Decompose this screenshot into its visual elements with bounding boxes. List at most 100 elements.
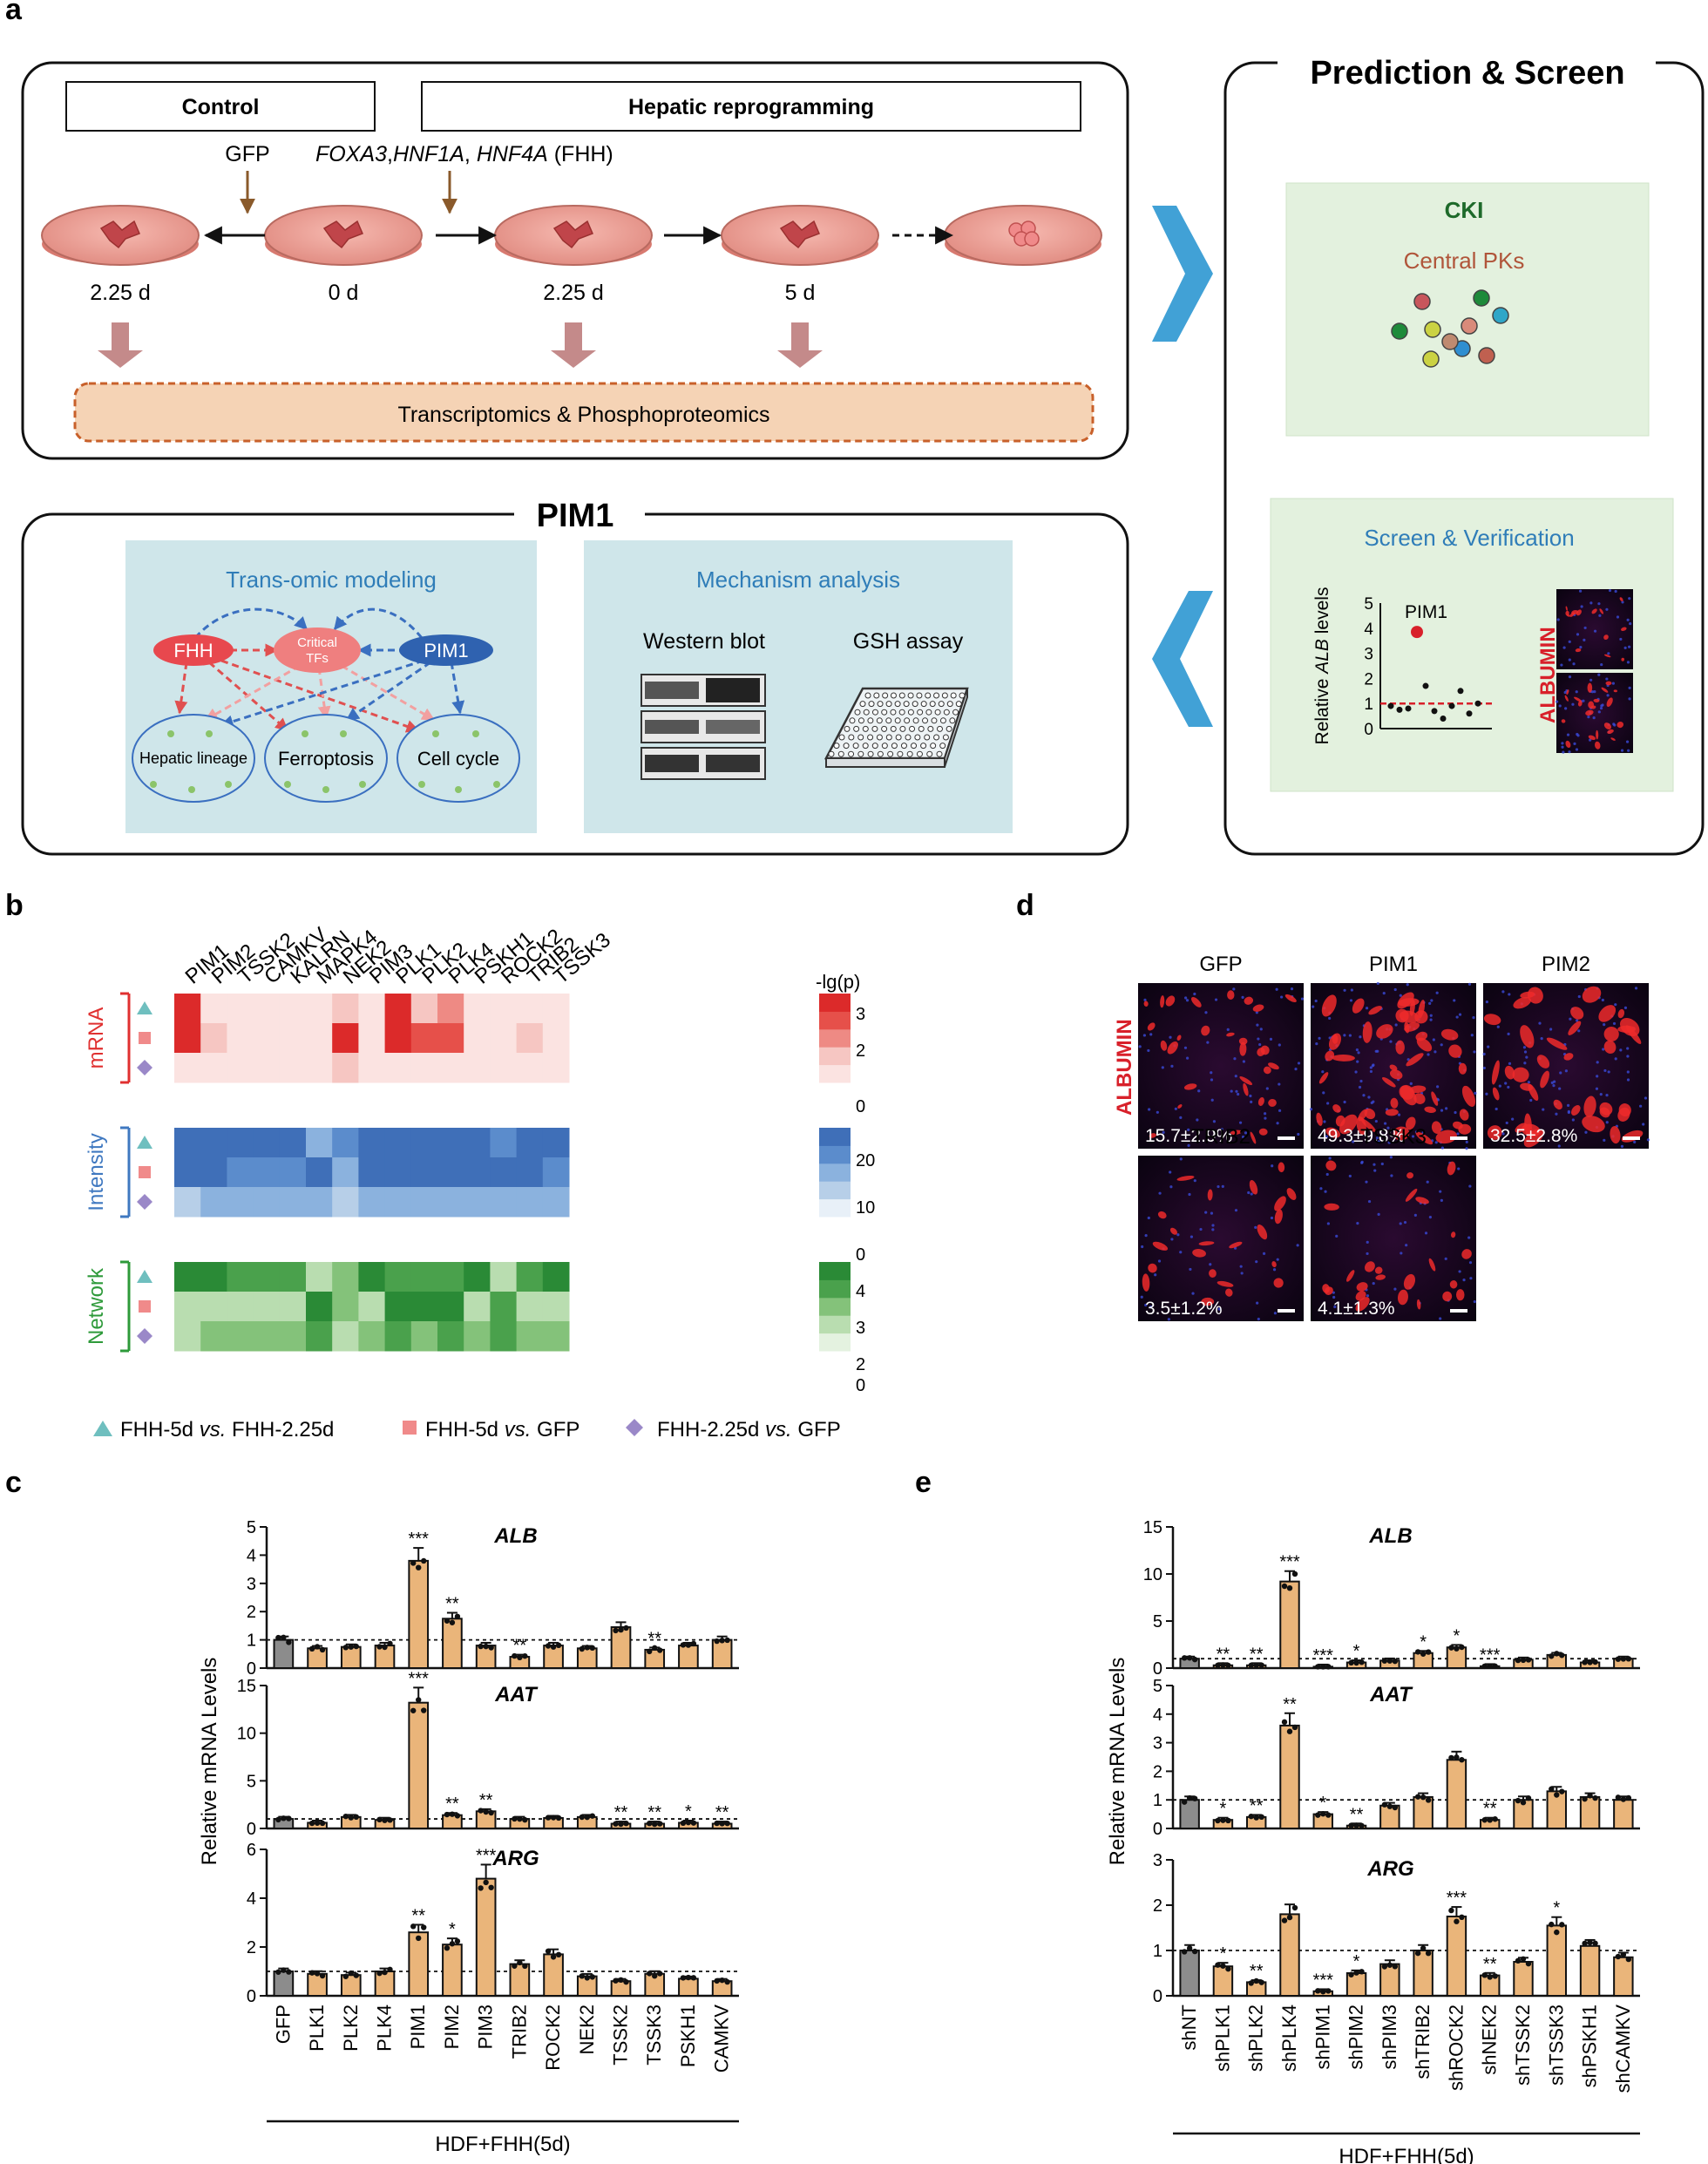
replicate-point — [1281, 1719, 1288, 1726]
legend-swatch — [819, 1333, 851, 1352]
nucleus — [1584, 1130, 1588, 1134]
legend-tick: 3 — [856, 1005, 865, 1024]
albumin-cell — [1192, 1249, 1206, 1258]
albumin-cell — [1582, 1116, 1605, 1133]
replicate-point — [714, 1977, 720, 1984]
subplot-title: AAT — [494, 1683, 539, 1706]
scale-bar — [1623, 1136, 1640, 1140]
replicate-point — [1225, 1817, 1231, 1824]
nucleus — [1549, 1028, 1553, 1031]
nucleus — [1249, 1094, 1252, 1098]
nucleus — [1326, 1102, 1330, 1105]
gene-hnf1a: HNF1A — [393, 142, 464, 166]
nucleus — [1429, 1014, 1433, 1017]
x-category-label: shPLK2 — [1245, 2005, 1267, 2072]
replicate-point — [1286, 1728, 1293, 1734]
albumin-cell — [1442, 1291, 1453, 1302]
replicate-point — [1448, 1754, 1454, 1761]
legend-swatch — [819, 1297, 851, 1316]
heatmap-cell — [332, 1023, 359, 1054]
replicate-point — [1348, 1659, 1354, 1666]
replicate-point — [308, 1970, 315, 1976]
heatmap-cell — [253, 1023, 281, 1054]
albumin-cell — [1355, 1297, 1370, 1312]
plate-well — [926, 750, 933, 757]
albumin-cell — [1576, 609, 1582, 616]
y-tick-label: 0 — [247, 1987, 256, 2006]
square-marker — [139, 1300, 151, 1313]
replicate-point — [416, 1935, 422, 1942]
bar — [442, 1944, 463, 1997]
x-category-label: shTSSK3 — [1545, 2005, 1567, 2086]
heatmap-cell — [332, 1321, 359, 1352]
heatmap-cell — [174, 994, 201, 1024]
albumin-cell — [1520, 991, 1535, 999]
time-label-2: 0 d — [329, 281, 359, 305]
replicate-point — [1225, 1662, 1231, 1669]
replicate-point — [1253, 1662, 1259, 1668]
replicate-point — [1386, 1658, 1393, 1664]
significance-label: ** — [445, 1594, 459, 1613]
workflow-box — [21, 61, 1129, 460]
nucleus — [1237, 1092, 1240, 1096]
significance-label: * — [1420, 1632, 1427, 1652]
nucleus — [1348, 1034, 1352, 1037]
nucleus — [1332, 1291, 1335, 1294]
heatmap-cell — [516, 1321, 544, 1352]
albumin-cell — [1565, 740, 1571, 749]
replicate-point — [1191, 1656, 1198, 1663]
bar — [610, 1626, 632, 1670]
nucleus — [1366, 1294, 1370, 1298]
nucleus — [1505, 1121, 1508, 1125]
nucleus — [1642, 1123, 1645, 1126]
key-diamond — [626, 1419, 643, 1436]
plate-well — [881, 709, 888, 716]
albumin-cell — [1461, 1085, 1476, 1108]
plate-well — [929, 701, 936, 708]
replicate-point — [1281, 1917, 1288, 1923]
replicate-point — [1186, 1794, 1193, 1801]
bar — [1513, 1961, 1534, 1997]
nucleus — [1597, 710, 1601, 714]
nucleus — [1467, 982, 1472, 986]
albumin-cell — [1397, 1289, 1408, 1306]
nucleus — [1276, 1258, 1279, 1261]
replicate-point — [685, 1974, 692, 1981]
node-tfs-label-1: Critical — [297, 635, 337, 650]
key-3: FHH-2.25d vs. GFP — [657, 1418, 841, 1442]
albumin-cell — [1160, 1040, 1168, 1051]
nucleus — [1465, 1140, 1468, 1144]
albumin-cell — [1565, 606, 1568, 611]
albumin-cell — [1395, 1040, 1405, 1055]
replicate-point — [1481, 1817, 1488, 1823]
plate-well — [909, 725, 916, 732]
replicate-point — [719, 1638, 725, 1644]
albumin-cell — [1415, 1131, 1434, 1145]
mini-point — [1448, 702, 1455, 709]
bar — [273, 1971, 295, 1997]
plate-well — [871, 709, 878, 716]
gsh-plate-icon — [824, 687, 969, 768]
nucleus — [1562, 750, 1565, 754]
plate-side — [825, 757, 946, 768]
albumin-cell — [1239, 1076, 1253, 1085]
replicate-point — [314, 1644, 321, 1650]
albumin-cell — [1152, 1241, 1169, 1251]
albumin-cell — [1149, 1133, 1156, 1138]
nucleus — [1596, 1061, 1599, 1064]
replicate-point — [618, 1977, 624, 1984]
albumin-cell — [1588, 701, 1595, 709]
plate-well — [873, 692, 880, 699]
panel-b: b PIM1PIM2TSSK2CAMKVKALRNMAPK4NEK2PIM3PL… — [5, 889, 875, 1442]
replicate-point — [589, 1645, 595, 1652]
nucleus — [1601, 998, 1604, 1002]
albumin-cell — [1263, 1066, 1271, 1075]
albumin-cell — [1268, 1062, 1279, 1070]
replicate-point — [1554, 1792, 1560, 1798]
pim1-title: PIM1 — [537, 498, 614, 534]
nucleus — [1297, 1062, 1301, 1065]
nucleus — [1473, 1050, 1476, 1054]
heatmap-cell — [200, 1187, 227, 1218]
albumin-cell — [1249, 1180, 1258, 1195]
nucleus — [1485, 1092, 1488, 1096]
